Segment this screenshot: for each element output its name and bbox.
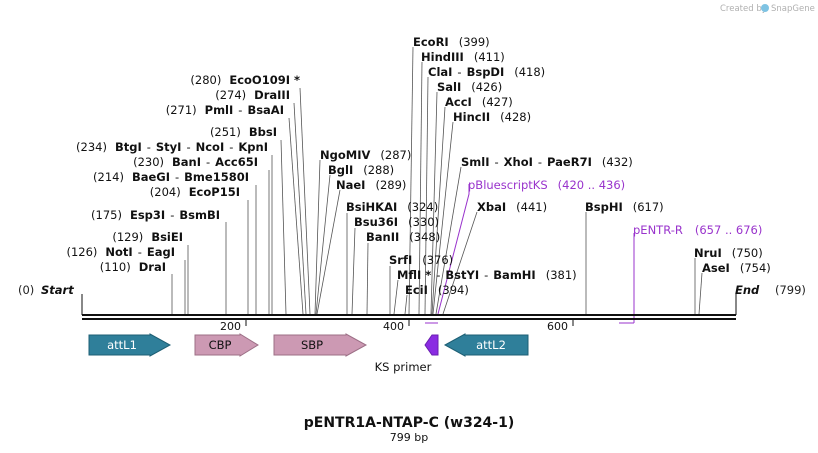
site-label-bsu36i: Bsu36I(330) xyxy=(354,215,439,229)
feature-attl2: attL2 xyxy=(443,333,529,357)
credit-brand: SnapGene xyxy=(771,4,815,14)
site-label-baegi: (214)BaeGI-Bme1580I xyxy=(93,170,249,184)
site-label-asei: AseI(754) xyxy=(702,261,771,275)
tick-label-200: 200 xyxy=(220,320,241,333)
site-label-bbsi: (251)BbsI xyxy=(210,125,277,139)
start-label: (0) Start xyxy=(18,283,74,297)
snapgene-credit: Created by SnapGene xyxy=(720,4,815,14)
feature-label-cbp: CBP xyxy=(209,338,232,352)
site-label-ecoo109i: (280)EcoO109I * xyxy=(190,73,300,87)
tick-label-600: 600 xyxy=(547,320,568,333)
site-label-acci: AccI(427) xyxy=(445,95,513,109)
feature-label-sbp: SBP xyxy=(301,338,323,352)
site-label-hincii: HincII(428) xyxy=(453,110,531,124)
site-label-bsihkai: BsiHKAI(324) xyxy=(346,200,438,214)
site-label-smli: SmlI-XhoI-PaeR7I(432) xyxy=(461,155,633,169)
feature-sbp: SBP xyxy=(273,333,368,357)
site-label-bsiei: (129)BsiEI xyxy=(112,230,183,244)
primer-connectors xyxy=(425,184,635,324)
site-connectors xyxy=(171,46,703,315)
end-text: End xyxy=(735,283,760,297)
site-label-noti: (126)NotI-EagI xyxy=(66,245,175,259)
end-position: (799) xyxy=(775,283,806,297)
site-label-drai: (110)DraI xyxy=(100,260,166,274)
map-title: pENTR1A-NTAP-C (w324-1) xyxy=(304,415,515,431)
site-label-xbai: XbaI(441) xyxy=(477,200,547,214)
start-text: Start xyxy=(41,283,74,297)
feature-label-attl2: attL2 xyxy=(476,338,506,352)
feature-ks-primer: KS primer xyxy=(375,334,439,374)
site-label-btgi: (234)BtgI-StyI-NcoI-KpnI xyxy=(76,140,268,154)
primer-label-pentr-r: pENTR-R(657 .. 676) xyxy=(633,223,762,237)
site-label-banii: BanII(348) xyxy=(366,230,440,244)
credit-text: Created by xyxy=(720,4,767,14)
site-label-ngomiv: NgoMIV(287) xyxy=(320,148,411,162)
site-label-srui: NruI(750) xyxy=(694,246,763,260)
snapgene-logo-icon xyxy=(761,4,769,12)
site-label-bgli: BglI(288) xyxy=(328,163,394,177)
map-length: 799 bp xyxy=(390,431,428,444)
site-label-draiii: (274)DraIII xyxy=(215,88,290,102)
site-label-ecori: EcoRI(399) xyxy=(413,35,490,49)
dna-backbone xyxy=(81,294,737,326)
site-label-sali: SalI(426) xyxy=(437,80,502,94)
site-label-srfi: SrfI(376) xyxy=(389,253,453,267)
site-label-naei: NaeI(289) xyxy=(336,178,406,192)
site-label-clai: ClaI-BspDI(418) xyxy=(428,65,545,79)
site-label-ecii: EciI(394) xyxy=(405,283,469,297)
feature-cbp: CBP xyxy=(194,333,259,357)
tick-label-400: 400 xyxy=(383,320,404,333)
site-label-bani: (230)BanI-Acc65I xyxy=(133,155,258,169)
site-label-bsphi: BspHI(617) xyxy=(585,200,664,214)
end-label: End (799) xyxy=(735,283,806,297)
feature-label-ks-primer: KS primer xyxy=(375,360,432,374)
feature-label-attl1: attL1 xyxy=(107,338,137,352)
site-label-pmli: (271)PmlI-BsaAI xyxy=(166,103,284,117)
site-label-hindiii: HindIII(411) xyxy=(421,50,505,64)
site-label-esp3i: (175)Esp3I-BsmBI xyxy=(91,208,220,222)
site-label-mfli: MflI *-BstYI-BamHI(381) xyxy=(397,268,577,282)
primer-label-pbluescriptks: pBluescriptKS(420 .. 436) xyxy=(468,178,625,192)
site-label-ecop15i: (204)EcoP15I xyxy=(150,185,240,199)
start-position: (0) xyxy=(18,283,34,297)
feature-attl1: attL1 xyxy=(88,333,172,357)
